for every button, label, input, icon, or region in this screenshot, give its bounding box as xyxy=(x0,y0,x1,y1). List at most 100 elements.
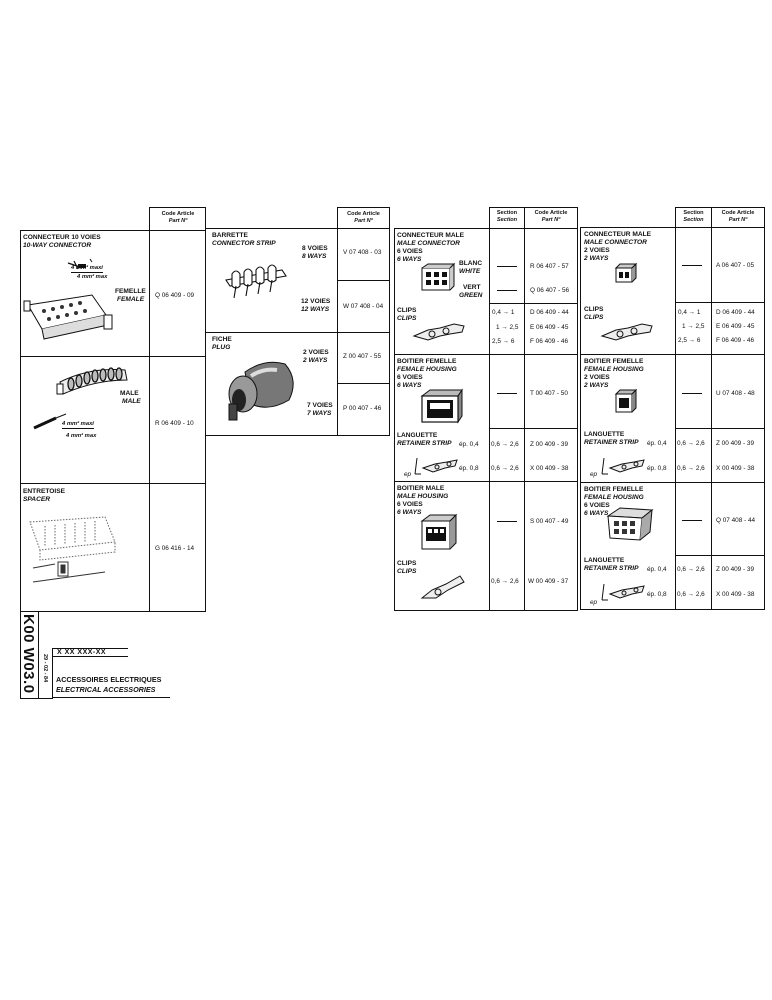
femelle-label-fr: FEMELLE xyxy=(115,288,146,295)
plug-7-ways-fr: 7 VOIES xyxy=(307,402,333,409)
male-housing-6-fr: BOITIER MALE xyxy=(397,485,445,492)
header-part-no-2: Part Nº xyxy=(354,218,373,224)
male-label-en: MALE xyxy=(122,398,141,405)
section-retainer4b-2: 0,6 → 2,6 xyxy=(677,591,705,598)
part-code-plug-2: Z 00 407 - 55 xyxy=(343,353,382,360)
male-label-fr: MALE xyxy=(120,390,139,397)
section-dash xyxy=(497,266,517,267)
sheet-code: K00 W03.0 xyxy=(20,614,37,694)
connector-10-title-fr: CONNECTEUR 10 VOIES xyxy=(23,234,101,241)
retainer4-ep-04: ép. 0,4 xyxy=(647,440,667,447)
femelle-label-en: FEMALE xyxy=(117,296,145,303)
strip-label-fr: BARRETTE xyxy=(212,232,248,239)
color-blanc: BLANC xyxy=(459,260,483,267)
part-code-retainer-1: Z 00 409 - 39 xyxy=(530,441,569,448)
clips4-label-fr: CLIPS xyxy=(584,306,604,313)
section-clips4-1: 0,4 → 1 xyxy=(678,309,701,316)
female-housing-6-ways-fr: 6 VOIES xyxy=(397,374,423,381)
retainer4-label-fr: LANGUETTE xyxy=(584,431,625,438)
connector-strip-image xyxy=(225,264,287,299)
section-clips-1: 0,4 → 1 xyxy=(492,309,515,316)
header-section-fr-4: Section xyxy=(683,210,704,216)
clips4-label-en: CLIPS xyxy=(584,314,604,321)
part-code-clips4-3: F 06 409 - 46 xyxy=(716,337,755,344)
header-section-fr-3: Section xyxy=(496,210,518,216)
male-connector-2-image xyxy=(614,262,638,283)
retainer-ep-08: ép. 0,8 xyxy=(459,465,479,472)
female-housing-2-fr: BOITIER FEMELLE xyxy=(584,358,644,365)
clip-terminal-image xyxy=(412,323,465,341)
retainer4-ep-08: ép. 0,8 xyxy=(647,465,667,472)
retainer4-label-en: RETAINER STRIP xyxy=(584,439,639,446)
strip-8-ways-en: 8 WAYS xyxy=(302,253,327,260)
part-code-retainer4b-1: Z 00 409 - 39 xyxy=(716,566,755,573)
header-part-no-3: Part Nº xyxy=(541,217,561,223)
male-housing-6-image xyxy=(420,513,458,550)
section-dash xyxy=(682,393,702,394)
retainer-ep-04: ép. 0,4 xyxy=(459,441,479,448)
male-connector-6-en: MALE CONNECTOR xyxy=(397,240,460,247)
female-housing-6-ways-en: 6 WAYS xyxy=(397,382,422,389)
part-code-retainer4b-2: X 00 409 - 38 xyxy=(716,591,755,598)
strip-label-en: CONNECTOR STRIP xyxy=(212,240,276,247)
female-housing-2-ways-en: 2 WAYS xyxy=(584,382,609,389)
strip-8-ways-fr: 8 VOIES xyxy=(302,245,328,252)
plug-2-ways-en: 2 WAYS xyxy=(303,357,328,364)
header-part-no: Part Nº xyxy=(168,218,188,224)
color-vert: VERT xyxy=(463,284,481,291)
male-connector-6-fr: CONNECTEUR MALE xyxy=(397,232,465,239)
ep-label: ep xyxy=(404,471,412,478)
part-code-clips-2: E 06 409 - 45 xyxy=(530,324,569,331)
plug-label-en: PLUG xyxy=(212,344,231,351)
plug-image xyxy=(228,361,294,421)
male-connector-2-en: MALE CONNECTOR xyxy=(584,239,647,246)
header-code-article-2: Code Article xyxy=(347,211,380,217)
female-housing-6b-ways-en: 6 WAYS xyxy=(584,510,609,517)
connector-10-title-en: 10-WAY CONNECTOR xyxy=(23,242,92,249)
clips-label-en: CLIPS xyxy=(397,315,417,322)
part-code-male-connector-2: A 06 407 - 05 xyxy=(716,262,755,269)
female-housing-6b-ways-fr: 6 VOIES xyxy=(584,502,610,509)
part-code-male-housing-6: S 00 407 - 49 xyxy=(530,518,569,525)
female-housing-6b-image xyxy=(606,507,654,541)
header-code-article-4: Code Article xyxy=(721,210,755,216)
reference-number: X XX XXX-XX xyxy=(57,649,107,656)
male-connector-2-ways-fr: 2 VOIES xyxy=(584,247,610,254)
title-fr: ACCESSOIRES ELECTRIQUES xyxy=(56,675,162,684)
title-en: ELECTRICAL ACCESSORIES xyxy=(56,685,156,694)
female-housing-6b-en: FEMALE HOUSING xyxy=(584,494,644,501)
part-code-vert: Q 06 407 - 56 xyxy=(530,287,570,294)
section-retainer4-2: 0,6 → 2,6 xyxy=(677,465,705,472)
part-code-clips-1: D 06 409 - 44 xyxy=(530,309,569,316)
header-code-article-3: Code Article xyxy=(534,210,568,216)
strip-12-ways-fr: 12 VOIES xyxy=(301,298,331,305)
sheet-date: 29 - 02 - 84 xyxy=(42,654,48,683)
section-clips4-3: 2,5 → 6 xyxy=(678,337,701,344)
header-section-en-4: Section xyxy=(683,217,704,223)
female-housing-2-image xyxy=(614,388,638,413)
clips2-label-en: CLIPS xyxy=(397,568,417,575)
section-dash xyxy=(682,520,702,521)
female-housing-6-fr: BOITIER FEMELLE xyxy=(397,358,457,365)
female-housing-6-en: FEMALE HOUSING xyxy=(397,366,457,373)
section-retainer4b-1: 0,6 → 2,6 xyxy=(677,566,705,573)
part-code-female-housing-6b: Q 07 408 - 44 xyxy=(716,517,756,524)
section-clips4-2: 1 → 2,5 xyxy=(682,323,705,330)
male-connector-2-ways-en: 2 WAYS xyxy=(584,255,609,262)
header-part-no-4: Part Nº xyxy=(728,217,748,223)
part-code-clips4-2: E 06 409 - 45 xyxy=(716,323,755,330)
plug-2-ways-fr: 2 VOIES xyxy=(303,349,329,356)
clips2-label-fr: CLIPS xyxy=(397,560,417,567)
wire-pin-icon xyxy=(33,413,67,430)
retainer4b-ep-08: ép. 0,8 xyxy=(647,591,667,598)
part-code-blanc: R 06 407 - 57 xyxy=(530,263,569,270)
strip-12-ways-en: 12 WAYS xyxy=(301,306,330,313)
wire-max-top-fr: 4 mm² maxi xyxy=(71,265,103,273)
part-code-clips-3: F 06 409 - 46 xyxy=(530,338,569,345)
part-code-femelle: Q 06 409 - 09 xyxy=(155,292,195,299)
retainer-strip-image xyxy=(414,457,458,475)
retainer-label-en: RETAINER STRIP xyxy=(397,440,452,447)
retainer-strip-image-4b xyxy=(601,583,645,601)
wire-max-top-en: 4 mm² max xyxy=(77,274,108,280)
retainer4b-label-fr: LANGUETTE xyxy=(584,557,625,564)
